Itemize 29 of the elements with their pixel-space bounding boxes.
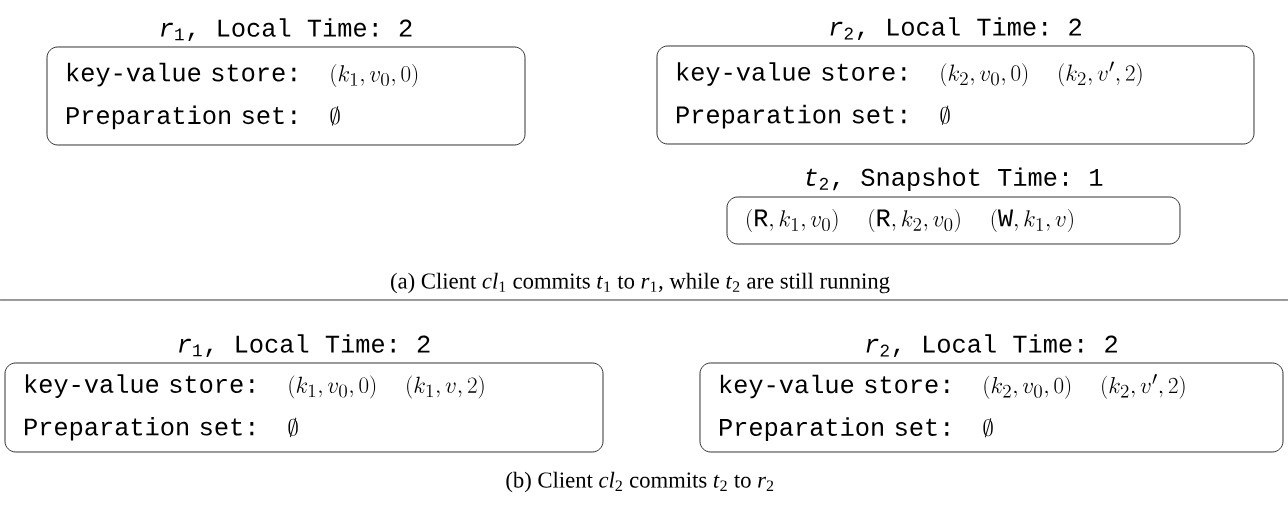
subfigure-caption: (a) Client cl$_{1}$ commits t$_{1}$ to r$_{1}$, while t$_{2}$ are still running (391, 272, 890, 294)
tuple-formula: $(k_1, v_0, 0)$ (331, 63, 418, 87)
subfigure-caption: (b) Client cl$_{2}$ commits t$_{2}$ to r$_{2}$ (506, 471, 774, 493)
field-label: Preparation set: (67, 105, 296, 130)
tuple-formula: $\emptyset$ (330, 106, 340, 126)
tuple-formula: $(k_1, v, 2)$ (407, 375, 484, 399)
tuple-formula: $(\mathtt{R}, k_1, v_0)$ (747, 209, 838, 233)
tuple-formula: $\emptyset$ (983, 417, 993, 438)
field-label: Preparation set: (720, 417, 949, 441)
tuple-formula: $\emptyset$ (940, 105, 950, 125)
box-heading: r$_{1}$, Local Time: 2 (161, 18, 412, 41)
box-heading: r$_{2}$, Local Time: 2 (866, 334, 1117, 357)
field-label: key-value store: (25, 374, 254, 398)
tuple-formula: $\emptyset$ (288, 417, 298, 438)
box-heading: r$_{1}$, Local Time: 2 (179, 334, 430, 357)
box-heading: t$_{2}$, Snapshot Time: 1 (806, 167, 1103, 191)
field-label: Preparation set: (25, 417, 254, 441)
field-label: key-value store: (720, 374, 949, 399)
tuple-formula: $(k_2, v_0, 0)$ (941, 63, 1028, 87)
tuple-formula: $(\mathtt{R}, k_2, v_0)$ (869, 209, 960, 233)
field-label: key-value store: (677, 62, 906, 86)
tuple-formula: $(k_2, v', 2)$ (1102, 373, 1185, 399)
box-heading: r$_{2}$, Local Time: 2 (830, 17, 1081, 40)
field-label: key-value store: (67, 62, 296, 87)
tuple-formula: $(k_1, v_0, 0)$ (289, 375, 376, 399)
tuple-formula: $(\mathtt{W}, k_1, v)$ (991, 209, 1073, 233)
tuple-formula: $(k_2, v_0, 0)$ (984, 375, 1071, 399)
tuple-formula: $(k_2, v', 2)$ (1059, 61, 1142, 87)
field-label: Preparation set: (677, 104, 906, 129)
